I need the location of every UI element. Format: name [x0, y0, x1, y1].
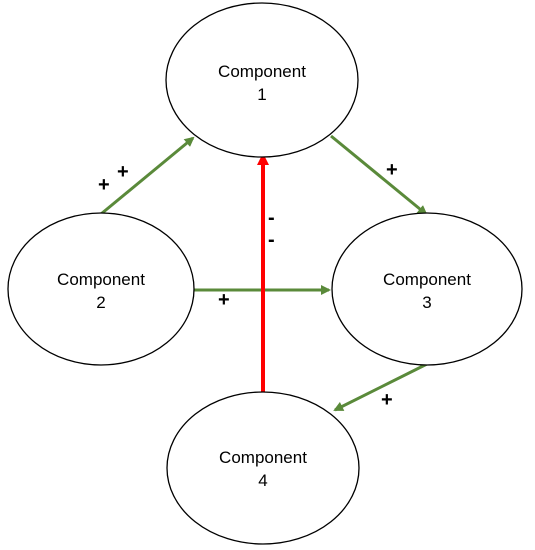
edge-c3-to-c4	[333, 362, 428, 412]
node-label-line1: Component	[57, 270, 145, 289]
node-component-2: Component 2	[7, 212, 195, 366]
node-label-line2: 1	[257, 85, 266, 104]
edge-c2-to-c1	[100, 136, 195, 216]
node-component-1: Component 1	[165, 2, 359, 158]
edge-c2-c3-sign: +	[218, 289, 230, 311]
node-label-line2: 4	[258, 471, 267, 490]
edge-c1-to-c3	[330, 134, 428, 216]
node-ellipse	[7, 212, 195, 366]
edge-c1-c3-sign: +	[386, 159, 398, 181]
node-ellipse	[165, 2, 359, 158]
node-label-line1: Component	[383, 270, 471, 289]
edge-c4-c1-sign-2: -	[268, 229, 275, 251]
node-label-line1: Component	[219, 448, 307, 467]
edge-labels: + + + + + - -	[98, 159, 398, 411]
node-label-line2: 2	[96, 293, 105, 312]
node-component-3: Component 3	[331, 212, 523, 366]
edge-c4-c1-sign-1: -	[268, 207, 275, 229]
node-ellipse	[331, 212, 523, 366]
node-label-line1: Component	[218, 62, 306, 81]
node-label-line2: 3	[422, 293, 431, 312]
edge-c2-c1-sign-1: +	[98, 174, 110, 196]
edges	[100, 134, 428, 412]
edge-c3-c4-sign: +	[381, 389, 393, 411]
node-component-4: Component 4	[166, 391, 360, 545]
edge-c2-c1-sign-2: +	[117, 161, 129, 183]
node-ellipse	[166, 391, 360, 545]
